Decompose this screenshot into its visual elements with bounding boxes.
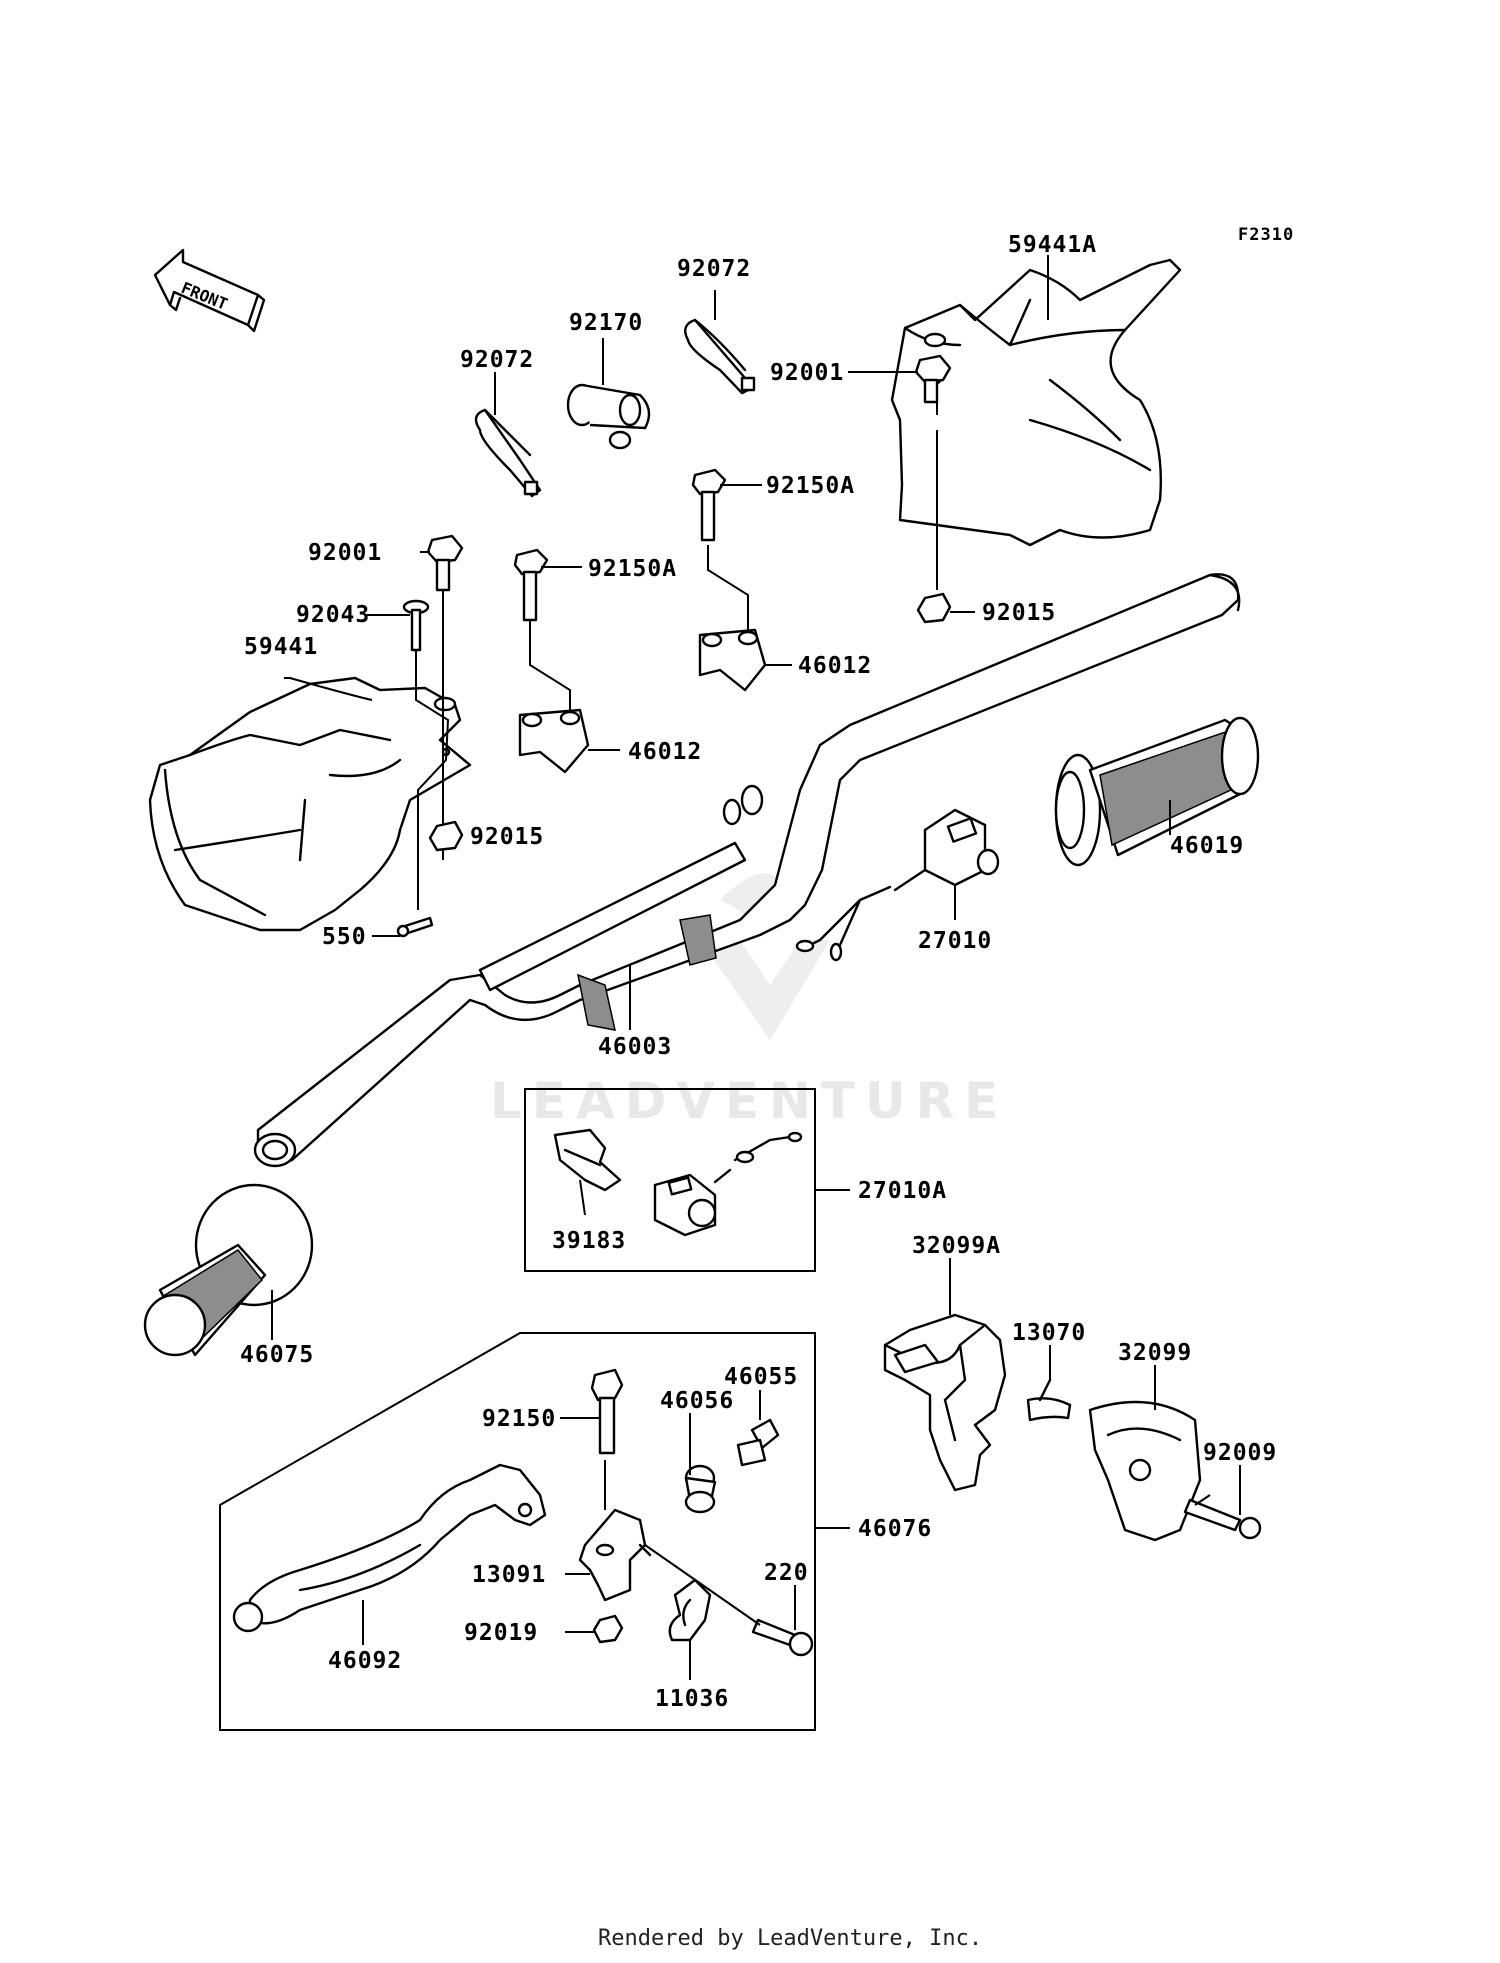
label-550[interactable]: 550 [322, 924, 367, 950]
label-92015-left[interactable]: 92015 [470, 824, 544, 850]
label-39183[interactable]: 39183 [552, 1228, 626, 1254]
grip-right[interactable] [1054, 716, 1260, 867]
label-32099[interactable]: 32099 [1118, 1340, 1192, 1366]
clamp-upper[interactable] [698, 628, 767, 692]
handlebar[interactable] [253, 573, 1241, 1168]
label-46055[interactable]: 46055 [724, 1364, 798, 1390]
adjuster-46056[interactable] [684, 1464, 717, 1514]
cable-tie-left[interactable] [474, 408, 542, 498]
bolt-92001-left[interactable] [426, 534, 464, 592]
box-27010A [524, 1088, 816, 1272]
label-220[interactable]: 220 [764, 1560, 809, 1586]
label-46075[interactable]: 46075 [240, 1342, 314, 1368]
label-46003[interactable]: 46003 [598, 1034, 672, 1060]
label-13091[interactable]: 13091 [472, 1562, 546, 1588]
label-59441[interactable]: 59441 [244, 634, 318, 660]
grip-left[interactable] [143, 1183, 314, 1357]
footer-credit: Rendered by LeadVenture, Inc. [598, 1926, 982, 1951]
figure-code: F2310 [1238, 225, 1294, 245]
bracket-13091[interactable] [578, 1508, 652, 1602]
bolt-92001-right[interactable] [914, 354, 952, 404]
throttle-cover-32099[interactable] [1088, 1400, 1202, 1542]
watermark-text: LEADVENTURE [490, 1072, 1008, 1130]
label-46056[interactable]: 46056 [660, 1388, 734, 1414]
hand-guard-left[interactable] [148, 676, 472, 932]
nut-92015-right[interactable] [916, 592, 952, 624]
label-13070[interactable]: 13070 [1012, 1320, 1086, 1346]
bolt-92150A-upper[interactable] [691, 468, 727, 542]
leader-lines [271, 255, 1241, 1680]
label-46092[interactable]: 46092 [328, 1648, 402, 1674]
switch-27010A[interactable] [653, 1131, 803, 1237]
bolt-92150A-lower[interactable] [513, 548, 549, 622]
adjuster-46055[interactable] [736, 1418, 780, 1467]
pin-92043[interactable] [402, 599, 430, 652]
clamp-lower[interactable] [518, 708, 590, 774]
label-92150A-upper[interactable]: 92150A [766, 473, 855, 499]
throttle-housing-32099A[interactable] [883, 1313, 1007, 1492]
cable-tie-top[interactable] [684, 318, 756, 395]
label-27010A[interactable]: 27010A [858, 1178, 947, 1204]
part-13070[interactable] [1026, 1378, 1072, 1422]
label-92072-left[interactable]: 92072 [460, 347, 534, 373]
label-92001-left[interactable]: 92001 [308, 540, 382, 566]
label-92019[interactable]: 92019 [464, 1620, 538, 1646]
part-labels: 59441A 92072 92170 92072 92001 92150A 92… [240, 232, 1277, 1712]
lever-46092[interactable] [232, 1463, 547, 1633]
label-46012-lower[interactable]: 46012 [628, 739, 702, 765]
label-59441A[interactable]: 59441A [1008, 232, 1097, 258]
screw-92009[interactable] [1183, 1498, 1262, 1540]
bolt-92150[interactable] [590, 1368, 624, 1455]
box-46076 [219, 1332, 816, 1731]
label-92015-right[interactable]: 92015 [982, 600, 1056, 626]
kill-switch[interactable] [795, 808, 1000, 962]
cotter-pin-550[interactable] [396, 916, 434, 938]
clamp-39183[interactable] [553, 1128, 622, 1192]
screw-220[interactable] [751, 1618, 814, 1657]
nut-92015-left[interactable] [428, 820, 464, 852]
label-46012-upper[interactable]: 46012 [798, 653, 872, 679]
label-92001-right[interactable]: 92001 [770, 360, 844, 386]
label-92043[interactable]: 92043 [296, 602, 370, 628]
label-46019[interactable]: 46019 [1170, 833, 1244, 859]
label-46076[interactable]: 46076 [858, 1516, 932, 1542]
label-92072-top[interactable]: 92072 [677, 256, 751, 282]
label-32099A[interactable]: 32099A [912, 1233, 1001, 1259]
label-92170[interactable]: 92170 [569, 310, 643, 336]
nut-92019[interactable] [592, 1614, 624, 1644]
clamp-11036[interactable] [668, 1578, 712, 1642]
hand-guard-right[interactable] [890, 258, 1182, 547]
holder-92170[interactable] [566, 383, 651, 450]
label-92009[interactable]: 92009 [1203, 1440, 1277, 1466]
label-27010[interactable]: 27010 [918, 928, 992, 954]
label-92150[interactable]: 92150 [482, 1406, 556, 1432]
label-92150A-lower[interactable]: 92150A [588, 556, 677, 582]
front-arrow-icon[interactable]: FRONT [153, 248, 266, 333]
label-11036[interactable]: 11036 [655, 1686, 729, 1712]
